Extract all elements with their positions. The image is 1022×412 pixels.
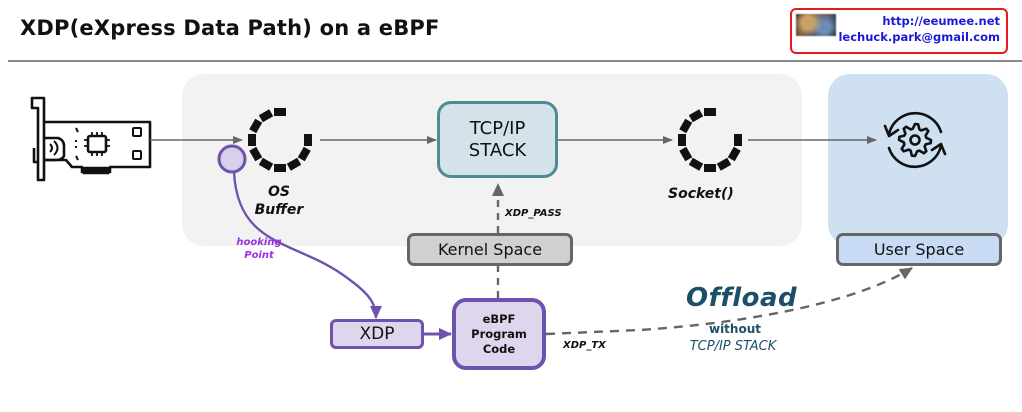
ebpf-line: eBPF [482,311,516,326]
hooking-label-line: Point [244,250,274,261]
ring-segment [286,157,302,171]
ring-segment [249,118,263,134]
xdp-tx-label: XDP_TX [563,340,606,351]
tcp-stack-line: STACK [468,139,527,161]
gear-sync-icon [883,111,947,169]
ring-segment [704,108,716,116]
hook-point-circle[interactable] [217,144,247,174]
socket-label: Socket() [668,186,734,202]
title-divider [8,60,1022,62]
os-buffer-label-line: OS [268,184,290,200]
tcp-stack-line: TCP/IP [469,117,526,139]
network-card-icon [30,96,152,182]
user-space-label: User Space [836,233,1002,266]
ring-segment [716,157,732,171]
flow-offload [545,266,913,336]
ring-segment [688,157,704,171]
ring-segment [679,118,693,134]
ring-segment [304,134,312,146]
offload-label: Offload [686,283,798,313]
os-buffer-icon [248,108,312,172]
os-buffer-label-line: Buffer [254,202,304,218]
hooking-point-label: hooking Point [234,236,284,262]
ebpf-line: Code [482,341,516,356]
author-email[interactable]: lechuck.park@gmail.com [838,30,1000,44]
ring-segment [688,109,704,123]
author-url[interactable]: http://eeumee.net [882,14,1000,28]
ring-segment [274,164,286,172]
kernel-space-label: Kernel Space [407,233,573,266]
ring-segment [258,157,274,171]
ring-segment [274,108,286,116]
ebpf-program-node[interactable]: eBPF Program Code [452,298,546,370]
user-region [828,74,1008,246]
ring-segment [248,134,256,146]
hooking-label-line: hooking [236,237,282,248]
flow-hook-to-xdp [232,171,382,319]
ring-segment [297,146,311,162]
author-thumbnail [796,14,836,36]
offload-without-label: without [708,322,761,336]
ring-segment [258,109,274,123]
ring-segment [704,164,716,172]
xdp-node[interactable]: XDP [330,319,424,349]
author-badge: http://eeumee.net lechuck.park@gmail.com [790,8,1008,54]
ring-segment [678,134,686,146]
ring-segment [727,146,741,162]
page-title: XDP(eXpress Data Path) on a eBPF [20,16,440,40]
ring-segment [679,146,693,162]
tcp-ip-stack-node[interactable]: TCP/IP STACK [437,101,558,178]
socket-icon [678,108,742,172]
ebpf-line: Program [471,326,527,341]
os-buffer-label: OS Buffer [244,183,314,219]
xdp-pass-label: XDP_PASS [505,208,562,219]
offload-stack-label: TCP/IP STACK [689,339,777,354]
ring-segment [734,134,742,146]
ring-segment [249,146,263,162]
